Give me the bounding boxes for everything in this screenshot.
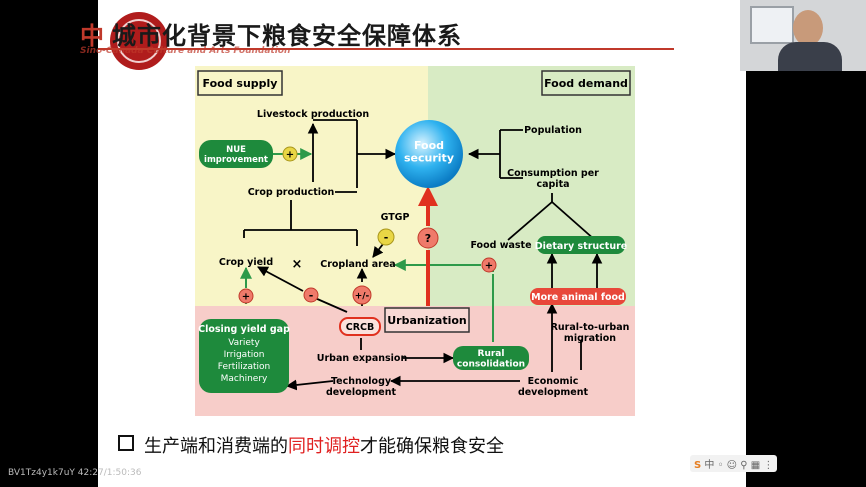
dietary-structure-label: Dietary structure — [535, 241, 627, 252]
square-bullet-icon — [118, 435, 134, 451]
machinery-label: Machinery — [221, 374, 268, 384]
sign-question: ? — [425, 232, 431, 245]
urbanization-label: Urbanization — [387, 314, 467, 327]
title-prefix: 中 — [80, 22, 104, 50]
sign-plus-yield: + — [242, 292, 250, 303]
sign-minus-gtgp: - — [384, 231, 389, 244]
crop-production-label: Crop production — [248, 187, 335, 198]
more-animal-food-label: More animal food — [531, 292, 625, 303]
food-demand-panel — [428, 66, 635, 306]
food-supply-label: Food supply — [203, 77, 278, 90]
logo-seal-icon — [110, 12, 168, 70]
closing-yield-gap-label: Closing yield gap — [198, 324, 290, 335]
crop-yield-label: Crop yield — [219, 257, 273, 268]
livestock-production-label: Livestock production — [257, 109, 369, 120]
sign-plus-nue: + — [286, 150, 294, 161]
cropland-area-label: Cropland area — [320, 259, 395, 270]
sign-plusminus-crcb: +/- — [355, 292, 370, 302]
gtgp-label: GTGP — [381, 212, 410, 223]
variety-label: Variety — [228, 338, 260, 348]
cross-symbol: × — [292, 257, 303, 272]
food-demand-label: Food demand — [544, 77, 628, 90]
irrigation-label: Irrigation — [224, 350, 265, 360]
urban-expansion-label: Urban expansion — [317, 353, 408, 364]
food-security-diagram: Food supply Food demand — [195, 66, 635, 416]
food-security-node — [395, 120, 463, 188]
population-label: Population — [524, 125, 582, 136]
sign-minus-crcb: - — [309, 289, 314, 302]
food-waste-label: Food waste — [470, 240, 531, 251]
sign-plus-consolidation: + — [485, 261, 493, 272]
slide-bottom-text: 生产端和消费端的同时调控才能确保粮食安全 — [118, 432, 504, 458]
food-supply-panel — [195, 66, 428, 306]
ime-toolbar[interactable]: S 中 ◦ ☺ ⚲ ▦ ⋮ — [690, 455, 778, 472]
fertilization-label: Fertilization — [218, 362, 270, 372]
crcb-label: CRCB — [346, 322, 375, 333]
title-subtitle-fragment: Sino-Canada Culture and Arts Foundation — [80, 46, 291, 56]
webcam-video — [740, 0, 866, 71]
slide-title: 城市化背景下粮食安全保障体系 — [112, 22, 462, 50]
title-rule — [98, 48, 674, 50]
video-watermark: BV1Tz4y1k7uY 42:27/1:50:36 — [8, 468, 142, 478]
presenter-icon — [793, 10, 823, 46]
